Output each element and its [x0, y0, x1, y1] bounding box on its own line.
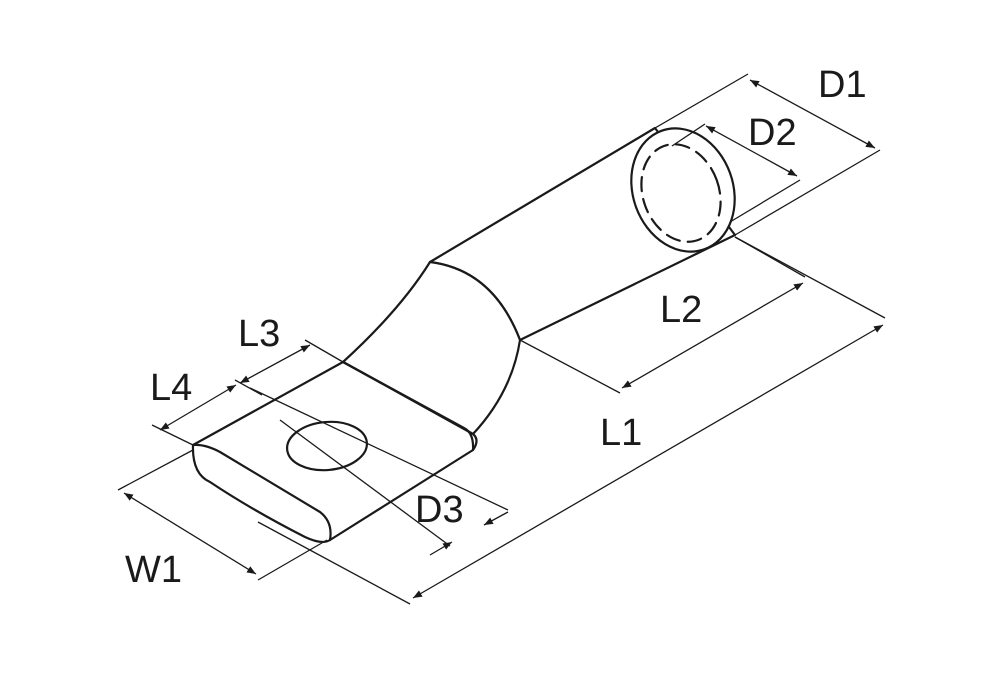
d2-dim-arrow — [705, 125, 798, 177]
label-l2: L2 — [660, 289, 702, 331]
barrel-bore-hidden — [640, 143, 722, 243]
l3-dim-arrow — [239, 344, 311, 384]
l4-dim-arrow — [159, 384, 237, 431]
palm-edge — [191, 443, 332, 542]
l1-dim-arrow — [412, 324, 884, 599]
w1-dim-arrow — [123, 492, 257, 575]
l2-dim-arrow — [621, 282, 804, 389]
d3-dim-arrow-b — [483, 511, 509, 526]
d1-dim-arrow — [749, 79, 876, 149]
dimension-lines — [117, 73, 886, 605]
d3-dim-arrow-a — [429, 541, 453, 556]
label-l3: L3 — [238, 313, 280, 355]
label-d3: D3 — [415, 489, 464, 531]
label-w1: W1 — [125, 549, 182, 591]
label-l4: L4 — [150, 367, 192, 409]
label-l1: L1 — [600, 412, 642, 454]
label-d2: D2 — [748, 112, 797, 154]
label-d1: D1 — [818, 64, 867, 106]
